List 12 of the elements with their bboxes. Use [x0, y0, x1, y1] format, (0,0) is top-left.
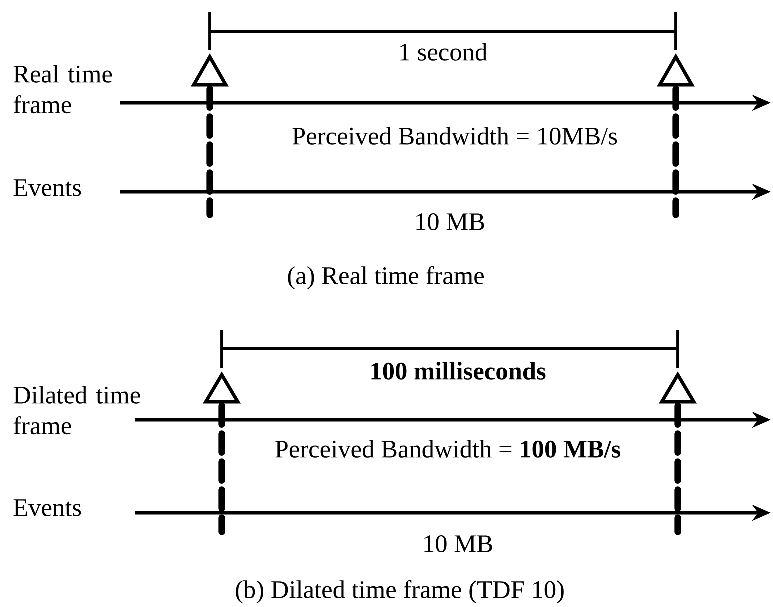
size-label: 10 MB — [416, 213, 484, 231]
row-label: Real time frame — [14, 65, 112, 114]
size-label: 10 MB — [424, 535, 492, 553]
bandwidth-label: Perceived Bandwidth = 100 MB/s — [273, 438, 623, 460]
row-label: Events — [14, 180, 82, 196]
interval-label: 100 milliseconds — [372, 362, 546, 380]
caption: (b) Dilated time frame (TDF 10) — [236, 580, 564, 604]
row-label: Dilated time frame — [14, 386, 140, 435]
bandwidth-label: Perceived Bandwidth = 10MB/s — [290, 126, 620, 146]
interval-label: 1 second — [400, 43, 488, 61]
row-label: Events — [14, 500, 82, 516]
caption: (a) Real time frame — [288, 266, 484, 290]
